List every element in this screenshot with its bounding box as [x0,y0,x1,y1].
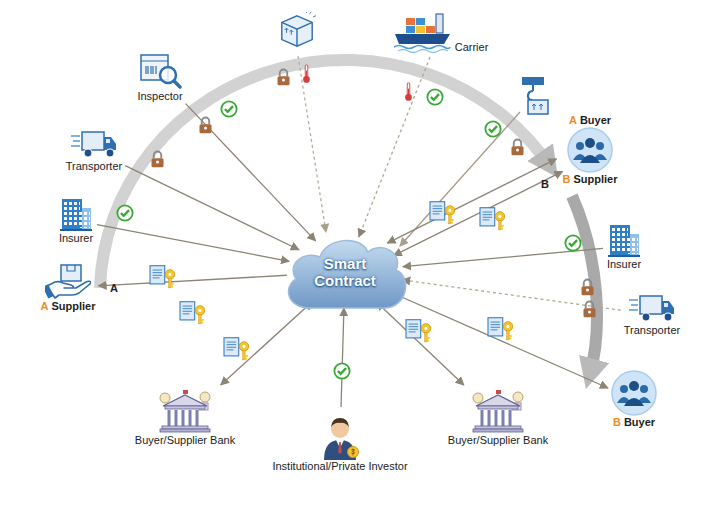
buyer-supplier-actor: ABuyerBSupplier [563,114,618,186]
actor-label: Buyer [624,416,655,429]
data-connector [341,308,344,407]
lock-icon [512,140,524,156]
transporter-actor: Transporter [66,128,122,173]
actor-icon [70,128,118,160]
actor-label: Buyer [580,114,611,127]
actor-label: B [563,173,571,186]
actor-label: Insurer [59,232,93,245]
data-connector [394,171,563,255]
data-connector [387,159,556,243]
actor-label: B [613,416,621,429]
dotted-link [298,56,326,232]
lock-icon [278,70,290,86]
key-document-icon [488,318,513,340]
crane-icon [522,77,548,114]
bank-actor: Buyer/Supplier Bank [135,388,235,447]
check-icon [427,89,442,104]
inspector-actor: Inspector [137,50,182,103]
key-document-icon [406,320,431,342]
bank-actor: Buyer/Supplier Bank [448,388,548,447]
actor-label: A [569,114,577,127]
key-document-icon [150,266,175,288]
contract-title: Smart Contract [303,255,387,289]
actor-label: A [41,300,49,313]
actor-label: Buyer/Supplier Bank [135,434,235,447]
data-connector [377,302,464,385]
flow-point-label: A [110,282,118,295]
flow-point-label: B [541,178,549,191]
actor-icon [320,410,360,460]
lock-icon [582,280,594,296]
actor-label: Buyer/Supplier Bank [448,434,548,447]
actor-icon [45,262,91,300]
check-icon [117,205,132,220]
actor-label: Insurer [607,258,641,271]
actor-icon [606,222,642,258]
lock-icon [584,302,596,318]
lock-icon [200,118,212,134]
check-icon [485,121,500,136]
actor-icon [611,370,657,416]
actor-label: Carrier [455,41,489,54]
actor-icon [157,388,213,434]
data-connector [221,302,312,385]
flow-arc [572,196,597,374]
actor-label: Supplier [573,173,617,186]
key-document-icon [430,202,455,224]
actor-icon [138,50,182,90]
data-connector [125,166,299,250]
actor-icon [567,127,613,173]
buyer-actor: BBuyer [611,370,657,429]
check-icon [334,363,349,378]
status-link [400,112,520,246]
check-icon [565,235,580,250]
data-connector [97,225,289,262]
carrier-actor: Carrier [392,10,489,54]
key-document-icon [480,208,505,230]
data-connector [402,280,621,310]
smart-contract-cloud: Smart Contract [280,232,410,312]
thermometer-icon [303,65,310,83]
investor-actor: Institutional/Private Investor [272,410,407,473]
key-document-icon [224,338,249,360]
actor-label: Inspector [137,90,182,103]
data-connector [359,57,430,237]
actor-label: Supplier [51,300,95,313]
actor-icon [392,10,452,54]
actor-icon [470,388,526,434]
data-connector [98,275,286,286]
insurer-actor: Insurer [606,222,642,271]
actor-icon [628,292,676,324]
thermometer-icon [405,83,412,101]
actor-icon [58,196,94,232]
lock-icon [152,152,164,168]
transporter-actor: Transporter [624,292,680,337]
actor-label: Transporter [624,324,680,337]
key-document-icon [180,302,205,324]
actor-label: Transporter [66,160,122,173]
data-connector [393,293,608,388]
insurer-actor: Insurer [58,196,94,245]
supplier-actor: ASupplier [41,262,96,313]
package-icon [282,12,316,46]
actor-label: Institutional/Private Investor [272,460,407,473]
check-icon [221,101,236,116]
data-connector [186,104,316,241]
